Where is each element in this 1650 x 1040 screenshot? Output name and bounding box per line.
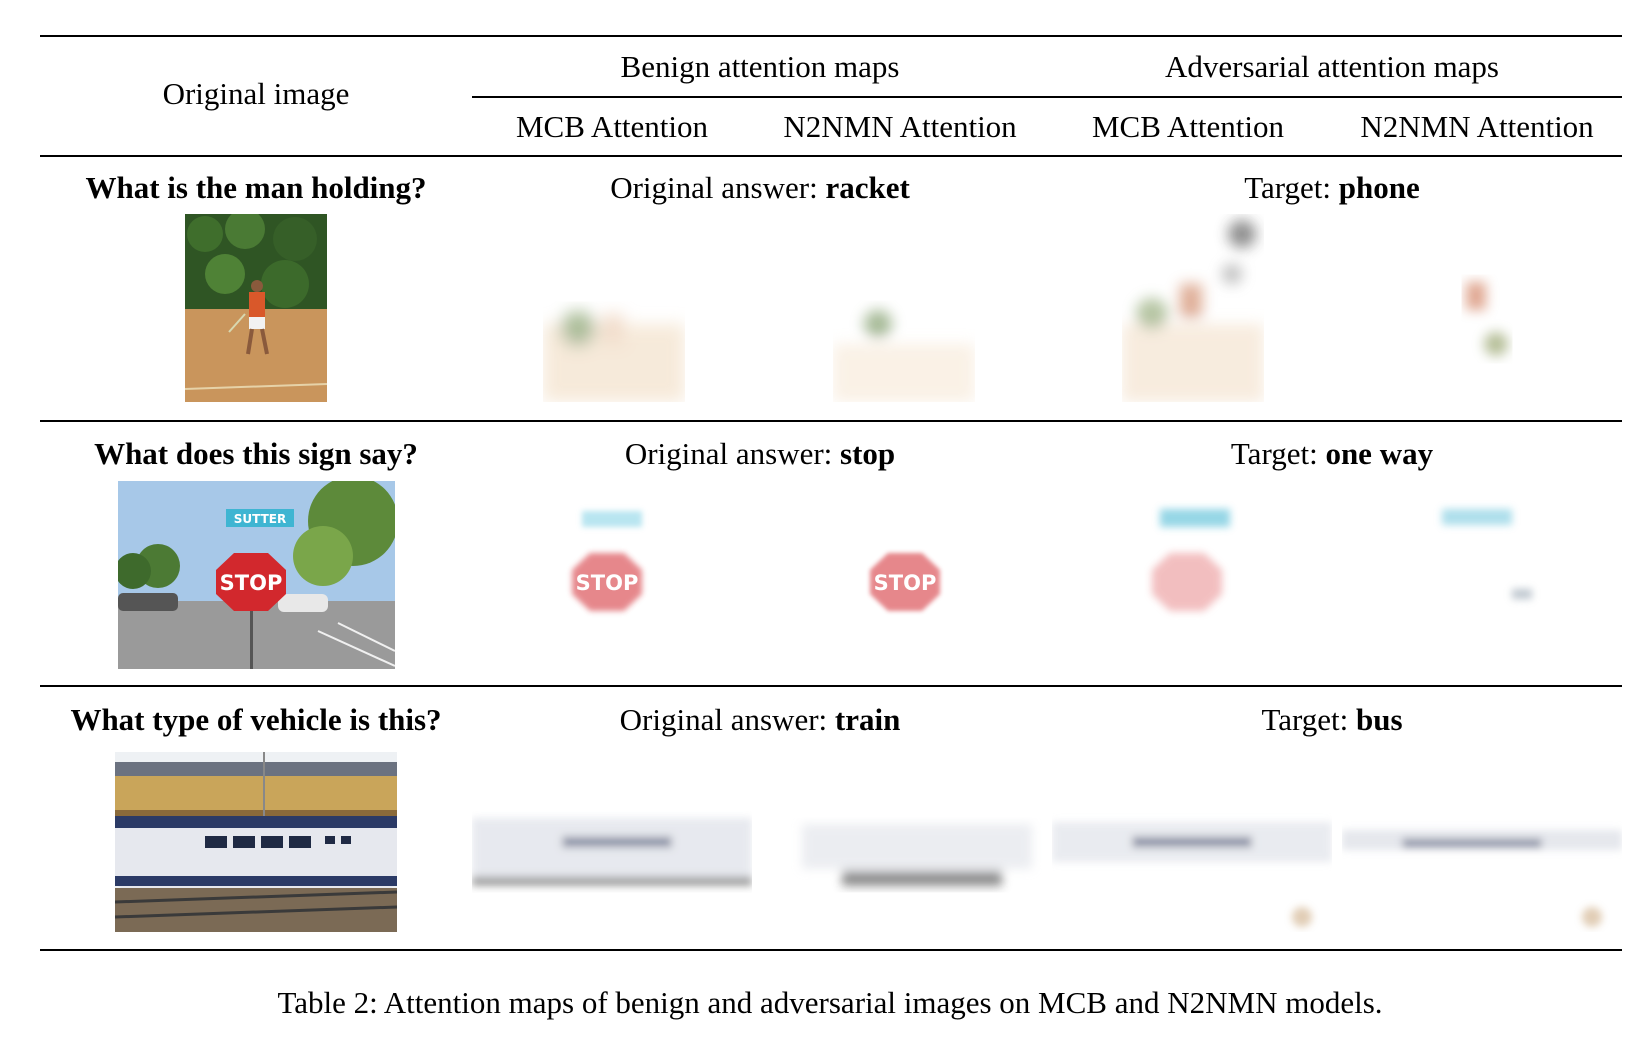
original-image-stop-sign: STOP SUTTER: [118, 481, 395, 669]
attention-map-mcb-benign-1: [543, 214, 685, 402]
attention-map-mcb-adv-3: [1052, 752, 1332, 932]
attention-map-n2nmn-adv-3: [1342, 752, 1622, 932]
original-answer-prefix: Original answer:: [624, 436, 833, 471]
svg-text:STOP: STOP: [874, 571, 937, 595]
attention-map-n2nmn-adv-2: [1342, 481, 1622, 669]
target-prefix: Target:: [1230, 436, 1318, 471]
group-rule: [472, 96, 1622, 98]
original-answer-row-3: Original answer: train: [620, 704, 901, 735]
attention-map-n2nmn-benign-3: [762, 752, 1042, 932]
target-value: phone: [1338, 170, 1420, 205]
target-value: one way: [1325, 436, 1434, 471]
target-row-3: Target: bus: [1261, 704, 1402, 735]
target-value: bus: [1355, 702, 1403, 737]
table-caption: Table 2: Attention maps of benign and ad…: [277, 985, 1383, 1020]
target-prefix: Target:: [1244, 170, 1332, 205]
target-prefix: Target:: [1261, 702, 1349, 737]
street-sign-label: SUTTER: [234, 512, 286, 526]
attention-map-n2nmn-benign-2: STOP: [762, 481, 1042, 669]
original-answer-prefix: Original answer:: [619, 702, 828, 737]
header-rule: [40, 155, 1622, 157]
header-adversarial: Adversarial attention maps: [1164, 49, 1500, 84]
header-mcb-benign: MCB Attention: [515, 109, 709, 144]
original-answer-prefix: Original answer:: [610, 170, 818, 205]
target-row-2: Target: one way: [1231, 438, 1433, 469]
header-benign: Benign attention maps: [620, 49, 900, 84]
attention-map-mcb-benign-3: [472, 752, 752, 932]
target-row-1: Target: phone: [1244, 172, 1420, 203]
attention-map-mcb-adv-2: [1052, 481, 1332, 669]
attention-map-n2nmn-adv-1: [1411, 214, 1553, 402]
top-rule: [40, 35, 1622, 37]
original-answer-value: stop: [840, 436, 896, 471]
svg-text:STOP: STOP: [576, 571, 639, 595]
row-divider-2: [40, 685, 1622, 687]
original-image-train: [115, 752, 397, 932]
original-answer-row-1: Original answer: racket: [610, 172, 910, 203]
attention-map-mcb-benign-2: STOP: [472, 481, 752, 669]
question-row-3: What type of vehicle is this?: [70, 702, 442, 737]
original-answer-value: train: [834, 702, 901, 737]
original-answer-row-2: Original answer: stop: [625, 438, 895, 469]
row-divider-1: [40, 420, 1622, 422]
header-n2nmn-benign: N2NMN Attention: [783, 109, 1017, 144]
header-original-image: Original image: [162, 76, 350, 111]
sign-label: STOP: [220, 571, 283, 595]
question-row-2: What does this sign say?: [94, 436, 418, 471]
question-row-1: What is the man holding?: [85, 170, 427, 205]
header-n2nmn-adv: N2NMN Attention: [1360, 109, 1594, 144]
original-answer-value: racket: [825, 170, 910, 205]
header-mcb-adv: MCB Attention: [1091, 109, 1285, 144]
attention-map-n2nmn-benign-1: [833, 214, 975, 402]
original-image-tennis: [185, 214, 327, 402]
bottom-rule: [40, 949, 1622, 951]
attention-map-mcb-adv-1: [1122, 214, 1264, 402]
